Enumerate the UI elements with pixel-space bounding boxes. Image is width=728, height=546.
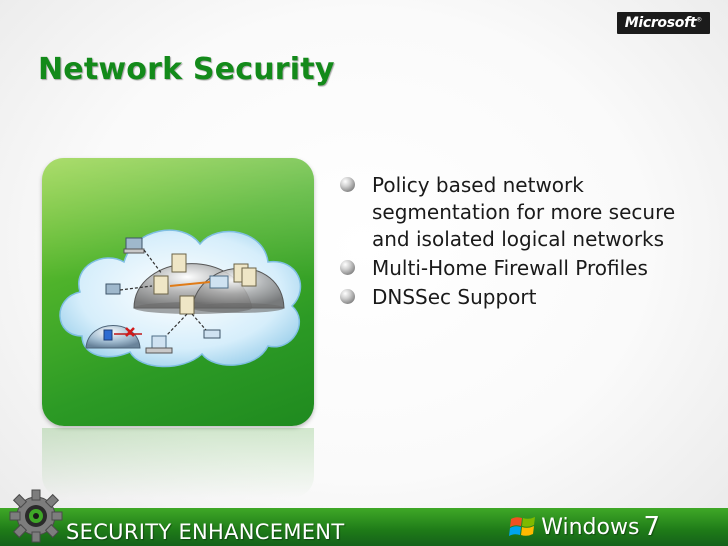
bullet-text: Policy based network segmentation for mo… (372, 173, 676, 251)
gear-icon (9, 489, 63, 543)
footer-label: SECURITY ENHANCEMENT (66, 520, 345, 544)
bullet-list: Policy based network segmentation for mo… (338, 172, 678, 313)
page-title: Network Security (38, 52, 335, 87)
footer-bar (0, 508, 728, 546)
windows-logo-text: Windows (541, 514, 640, 540)
windows-logo-version: 7 (643, 512, 660, 542)
microsoft-logo-text: Microsoft (624, 15, 697, 31)
cloud-network-icon (59, 229, 302, 368)
bullet-item: DNSSec Support (338, 284, 678, 311)
bullet-icon (340, 260, 355, 275)
bullet-item: Policy based network segmentation for mo… (338, 172, 678, 253)
hero-tile (42, 158, 314, 426)
hero-tile-reflection (42, 428, 314, 498)
bullet-icon (340, 289, 355, 304)
bullet-text: DNSSec Support (372, 285, 537, 309)
bullet-item: Multi-Home Firewall Profiles (338, 255, 678, 282)
windows-flag-icon (509, 517, 536, 536)
bullet-text: Multi-Home Firewall Profiles (372, 256, 648, 280)
microsoft-logo: Microsoft® (616, 12, 710, 34)
bullet-icon (340, 177, 355, 192)
